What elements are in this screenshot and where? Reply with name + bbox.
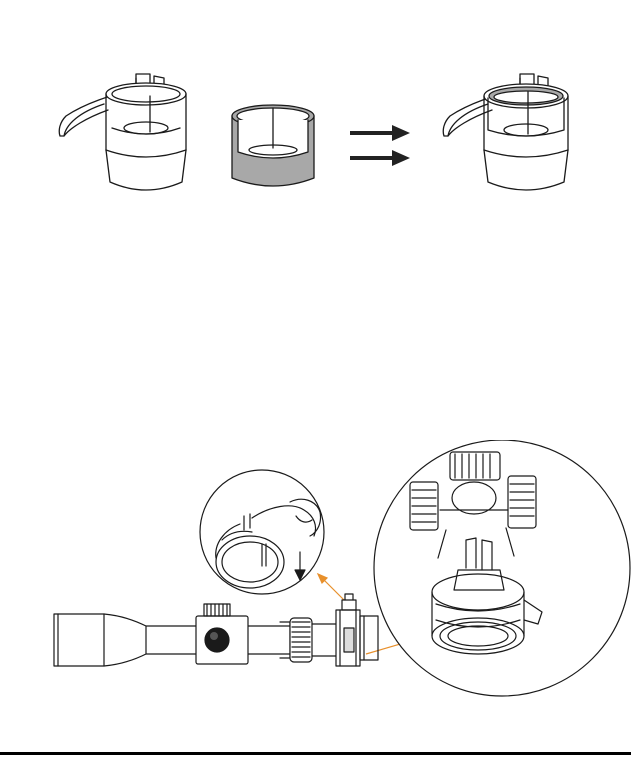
insert-sleeve (232, 105, 314, 186)
assembly-svg (0, 0, 631, 230)
detail-circle-clip (200, 470, 324, 594)
riflescope (54, 594, 378, 666)
assembled-adapter (443, 74, 568, 190)
mounting-svg (0, 440, 631, 757)
page-bottom-rule (0, 752, 631, 755)
direction-arrows (350, 125, 410, 166)
assembly-illustration (0, 0, 631, 230)
detail-circle-installed (374, 440, 630, 696)
adapter-with-clip (59, 74, 186, 190)
mounting-illustration (0, 440, 631, 757)
